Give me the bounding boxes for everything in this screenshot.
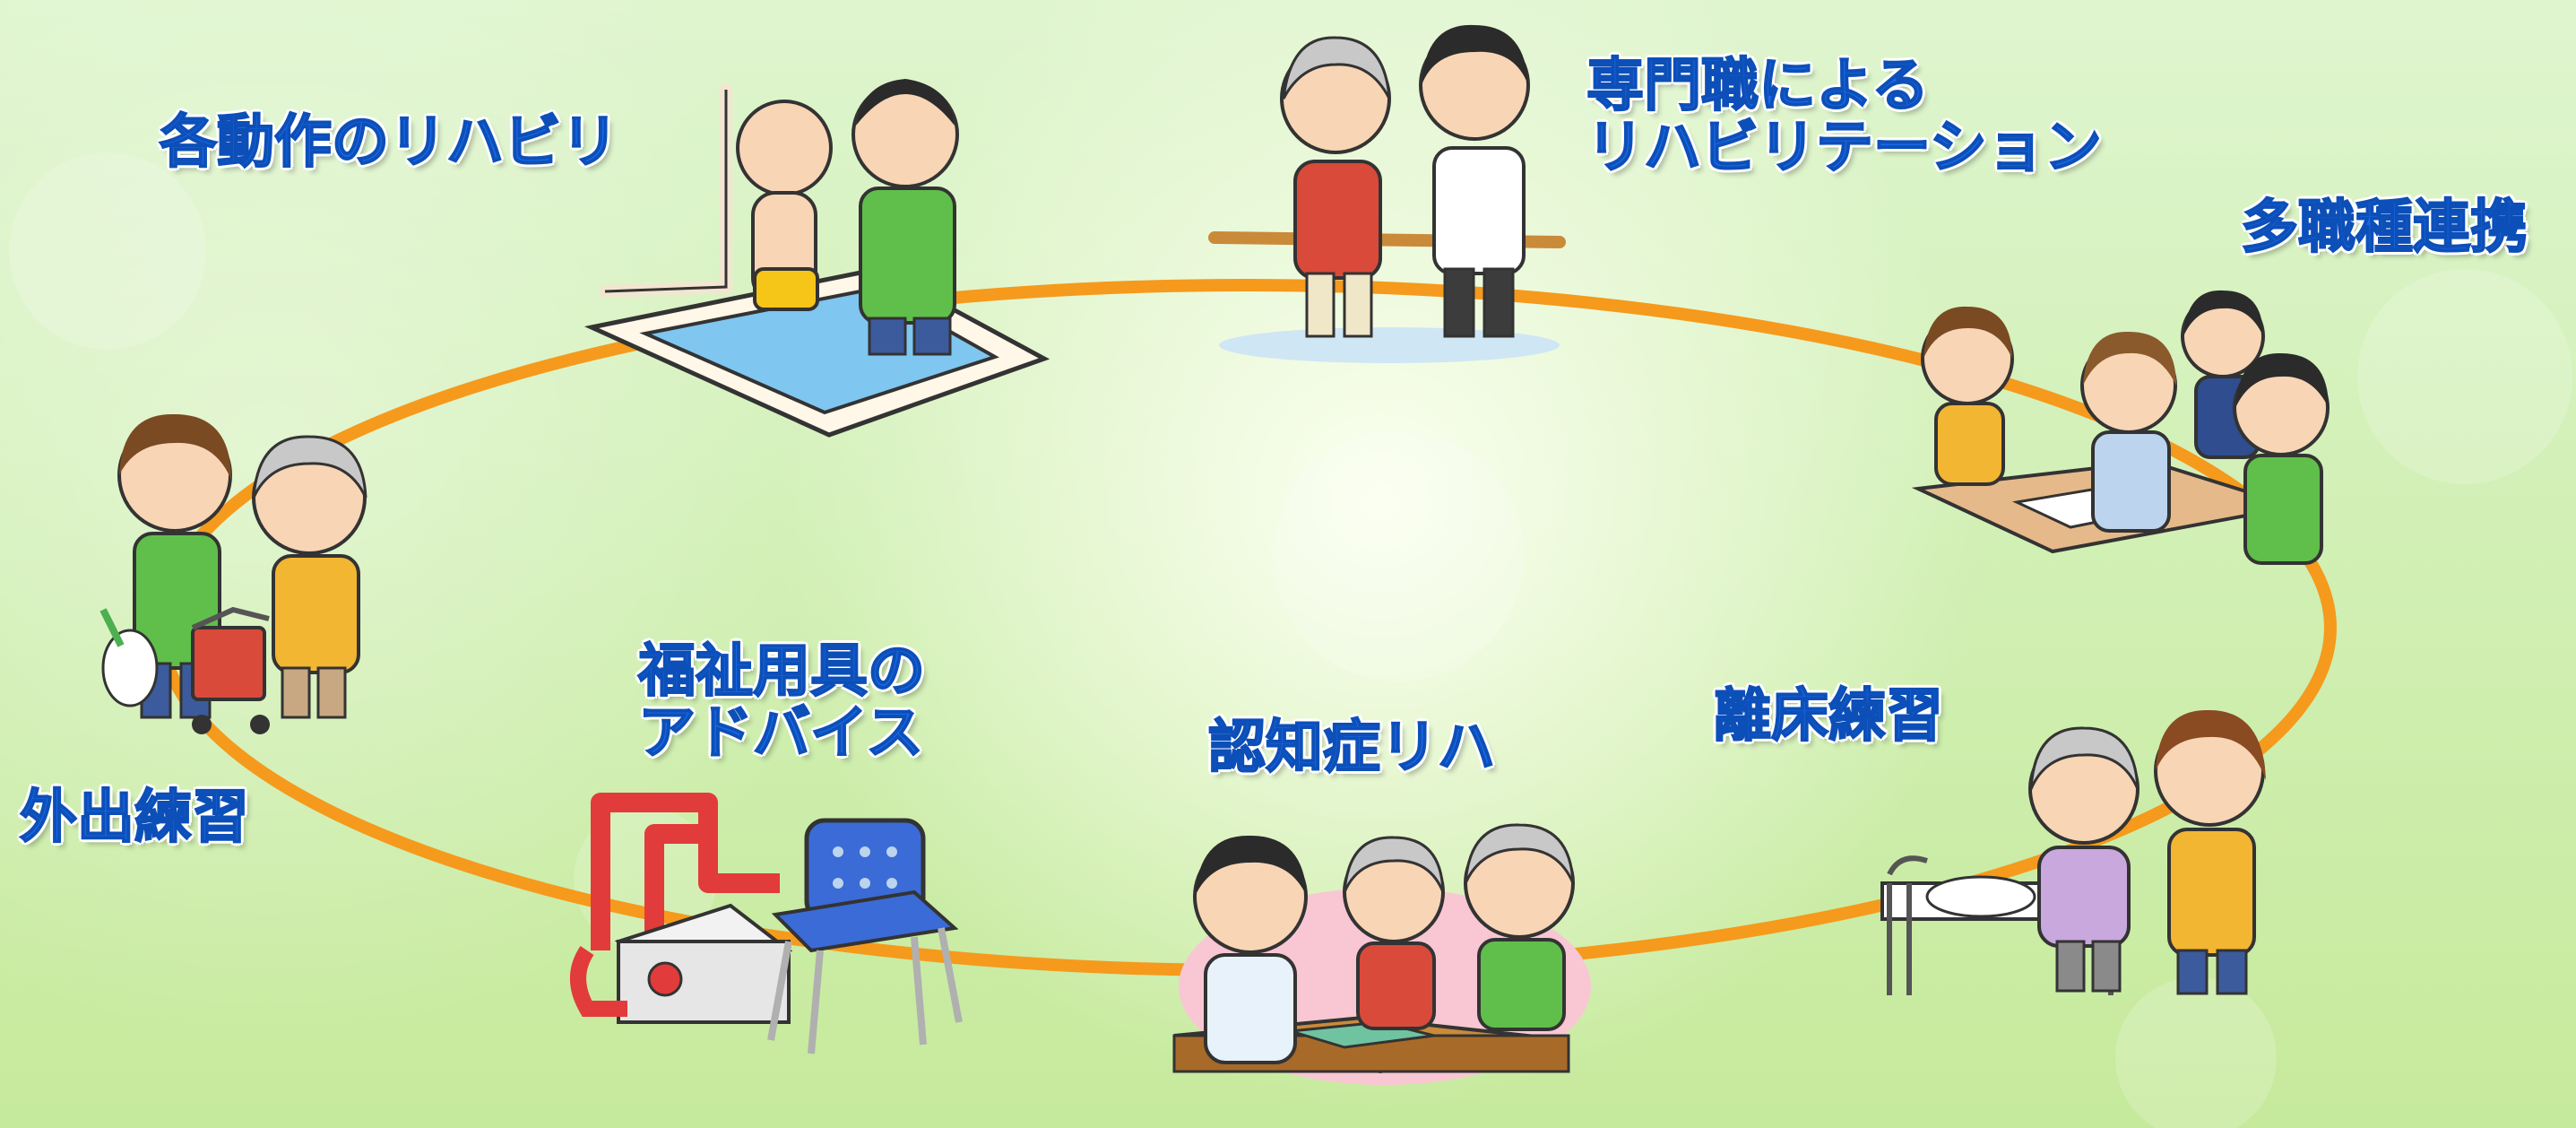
professional-rehab-illustration [1208, 24, 1566, 363]
multidisciplinary-meeting-illustration [1911, 290, 2330, 565]
background-bokeh [9, 152, 2572, 1128]
label-multidisciplinary: 多職種連携 [2240, 195, 2528, 261]
dementia-rehab-illustration [1172, 823, 1591, 1085]
welfare-equipment-illustration [570, 793, 963, 1054]
label-welfare-equipment: 福祉用具の アドバイス [637, 638, 926, 768]
bed-leaving-illustration [1880, 709, 2266, 995]
going-out-illustration [99, 413, 367, 734]
label-bed-leaving: 離床練習 [1713, 683, 1944, 750]
label-each-motion-rehab: 各動作のリハビリ [159, 109, 619, 176]
bath-rehab-illustration [583, 79, 1050, 438]
label-dementia-rehab: 認知症リハ [1207, 715, 1496, 781]
label-professional-rehab: 専門職による リハビリテーション [1586, 53, 2103, 182]
label-going-out: 外出練習 [19, 785, 250, 851]
